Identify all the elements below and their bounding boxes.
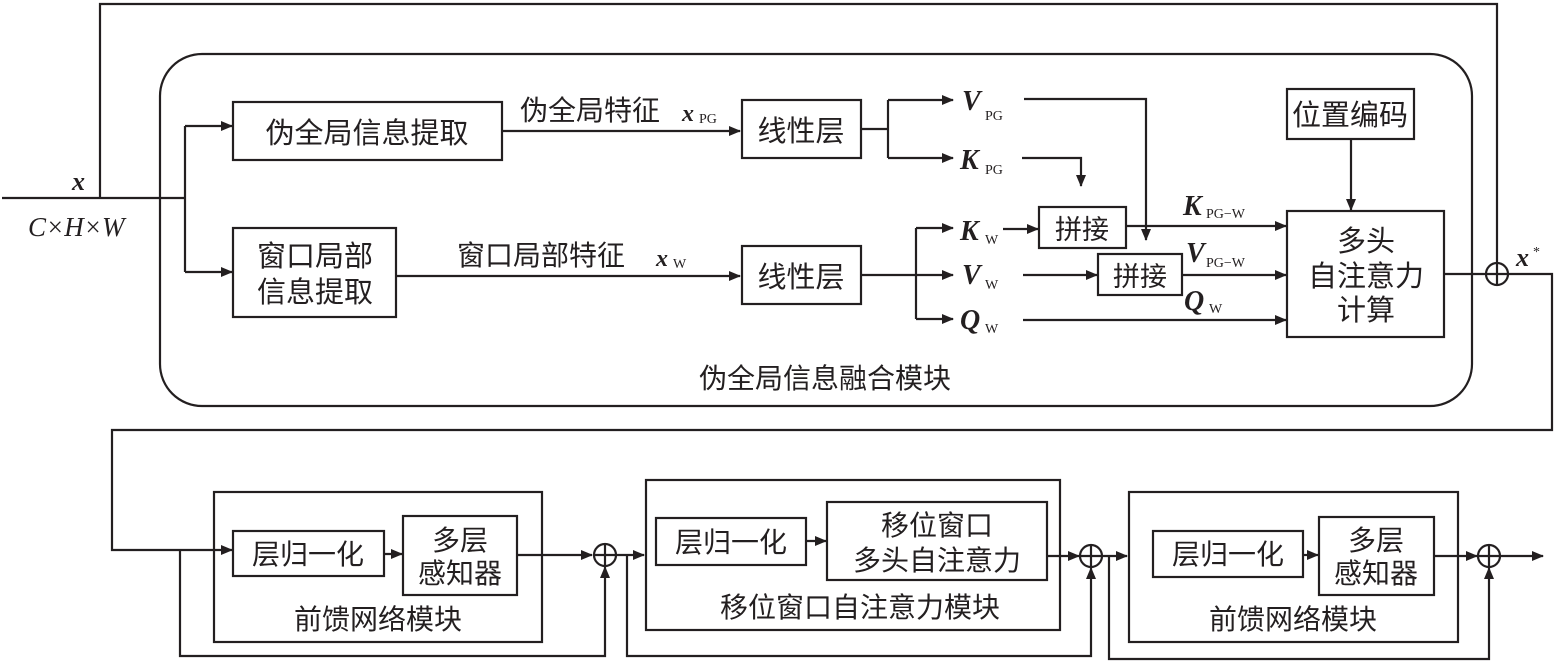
q-w-out-sub: W [1209,302,1223,317]
w-feature-sub: W [673,257,687,272]
k-pg-w-sub: PG−W [1206,207,1246,222]
swin-attn-box [825,500,1049,582]
concat-k-box [1037,205,1128,250]
q-w-out-symbol: Q [1184,286,1204,317]
concat-v-box [1096,252,1184,297]
ffn1-residual [178,550,610,658]
k-pg-sub: PG [985,163,1003,178]
adder-1-icon [592,542,618,568]
ffn-block-1-title: 前馈网络模块 [294,603,462,636]
window-local-extract-line2: 信息提取 [257,275,373,309]
v-pg-route [1024,97,1151,241]
concat-v-label: 拼接 [1113,262,1167,293]
ffn2-mlp-line1: 多层 [1348,524,1404,557]
residual-skip-line [98,2,1502,286]
position-encoding-label: 位置编码 [1292,98,1408,132]
k-pg-symbol: K [959,145,981,176]
x-star-route [110,272,1554,555]
v-pg-w-sub: PG−W [1206,256,1246,271]
k-pg-w-symbol: K [1182,191,1204,222]
linear-layer-bottom-box [740,244,863,306]
linear-layer-top-label: 线性层 [757,114,844,148]
fusion-module-title: 伪全局信息融合模块 [699,362,951,395]
pg-feature-label: 伪全局特征 [520,94,660,127]
v-pg-w-symbol: V [1186,238,1207,269]
swin-attn-line2: 多头自注意力 [853,544,1021,577]
ffn1-mlp-line1: 多层 [432,524,488,557]
v-w-symbol: V [962,260,983,291]
input-symbol: x [71,167,85,196]
pg-feature-sub: PG [699,112,717,127]
ffn2-mlp-box [1317,515,1436,597]
swin-block-title: 移位窗口自注意力模块 [720,591,1000,624]
ffn-block-2-container [1127,490,1460,644]
fusion-module-container [158,52,1474,408]
concat-k-label: 拼接 [1055,215,1109,246]
mhsa-line2: 自注意力 [1308,259,1424,293]
ffn-block-2-title: 前馈网络模块 [1209,603,1377,636]
k-w-sub: W [985,233,999,248]
v-pg-symbol: V [962,86,983,117]
output-symbol: x [1515,243,1529,272]
mhsa-compute-box [1285,209,1446,339]
q-w-symbol: Q [960,305,980,336]
ffn1-mlp-line2: 感知器 [418,557,502,590]
window-local-extract-box [231,226,398,319]
swin-layernorm-label: 层归一化 [675,526,787,559]
ffn2-layernorm-label: 层归一化 [1172,538,1284,571]
linear-layer-bottom-label: 线性层 [757,260,844,294]
adder-3-icon [1476,543,1502,569]
pseudo-global-extract-label: 伪全局信息提取 [265,116,468,150]
ffn1-layernorm-label: 层归一化 [252,538,364,571]
mhsa-line1: 多头 [1337,224,1395,258]
pg-feature-symbol: x [681,101,694,127]
k-w-symbol: K [959,216,981,247]
w-feature-symbol: x [655,246,668,272]
input-shape: C×H×W [28,212,127,242]
ffn-block-1-container [212,490,544,644]
ffn2-mlp-line2: 感知器 [1334,557,1418,590]
pseudo-global-extract-box [231,100,504,162]
q-w-sub: W [985,322,999,337]
position-encoding-box [1285,87,1416,141]
swin-attn-line1: 移位窗口 [881,509,993,542]
ffn1-mlp-box [401,514,519,597]
ffn1-layernorm-box [231,529,386,578]
swin-residual [625,555,1096,658]
w-feature-label: 窗口局部特征 [457,239,625,272]
output-symbol-sup: * [1533,245,1540,260]
v-w-sub: W [985,278,999,293]
top-adder-icon [1484,261,1510,287]
ffn2-residual [1107,556,1494,661]
window-local-extract-line1: 窗口局部 [257,239,373,273]
adder-2-icon [1078,543,1104,569]
v-pg-sub: PG [985,109,1003,124]
k-pg-route [1022,156,1086,187]
mhsa-line3: 计算 [1337,293,1395,327]
